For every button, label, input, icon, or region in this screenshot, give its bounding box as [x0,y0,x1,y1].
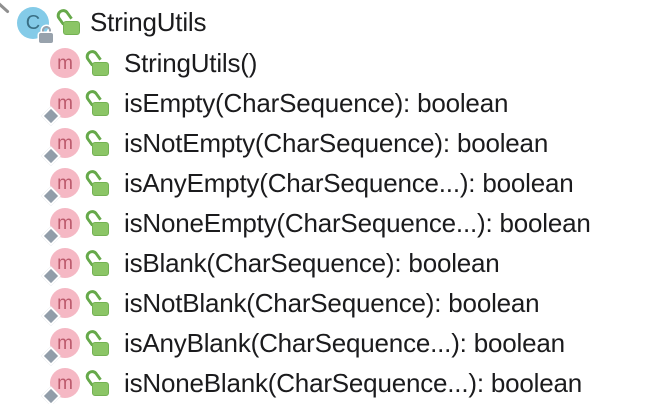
member-label: isNotBlank(CharSequence): boolean [124,287,540,318]
tree-node-member[interactable]: m isNotEmpty(CharSequence): boolean [0,123,652,166]
member-label: isNotEmpty(CharSequence): boolean [124,127,549,158]
method-icon: m [41,248,80,286]
method-icon-letter: m [57,132,73,154]
method-icon-letter: m [57,372,73,394]
public-unlocked-icon [86,330,110,357]
public-unlocked-icon [86,90,110,117]
method-icon: m [41,88,80,126]
member-label: isNoneBlank(CharSequence...): boolean [124,367,582,398]
public-unlocked-icon [86,170,110,197]
tree-node-class[interactable]: C StringUtils [0,0,652,43]
method-icon-letter: m [57,332,73,354]
method-icon: m [41,168,80,206]
method-icon: m [41,368,80,404]
public-unlocked-icon [86,250,110,277]
tree-node-member[interactable]: m isAnyBlank(CharSequence...): boolean [0,323,652,366]
tree-node-member[interactable]: m isBlank(CharSequence): boolean [0,243,652,286]
expand-chevron-icon[interactable] [0,0,10,14]
tree-node-member[interactable]: m isAnyEmpty(CharSequence...): boolean [0,163,652,206]
tree-node-member[interactable]: m isNotBlank(CharSequence): boolean [0,283,652,326]
member-label: isAnyEmpty(CharSequence...): boolean [124,167,574,198]
class-name-label: StringUtils [90,7,207,37]
method-icon-letter: m [57,92,73,114]
method-icon-letter: m [57,52,73,74]
method-icon: m [41,128,80,166]
tree-node-member[interactable]: m isNoneEmpty(CharSequence...): boolean [0,203,652,246]
public-unlocked-icon [86,370,110,397]
method-icon: m [41,328,80,366]
final-lock-icon [39,25,53,43]
public-unlocked-icon [57,9,81,36]
public-unlocked-icon [86,50,110,77]
member-label: isNoneEmpty(CharSequence...): boolean [124,207,591,238]
public-unlocked-icon [86,210,110,237]
method-icon: m [41,288,80,326]
member-label: isEmpty(CharSequence): boolean [124,87,509,118]
member-label: isAnyBlank(CharSequence...): boolean [124,327,565,358]
method-icon: m [50,48,80,78]
method-icon-letter: m [57,212,73,234]
method-icon-letter: m [57,292,73,314]
class-icon-letter: C [25,11,41,34]
public-unlocked-icon [86,130,110,157]
method-icon: m [41,208,80,246]
tree-node-member[interactable]: m StringUtils() [0,43,652,83]
public-unlocked-icon [86,290,110,317]
tree-node-member[interactable]: m isNoneBlank(CharSequence...): boolean [0,363,652,404]
member-label: StringUtils() [124,47,258,78]
method-icon-letter: m [57,172,73,194]
member-label: isBlank(CharSequence): boolean [124,247,500,278]
member-list: m StringUtils() m isEmpty(CharSequence):… [0,43,652,404]
method-icon-letter: m [57,252,73,274]
class-icon: C [17,6,53,43]
tree-node-member[interactable]: m isEmpty(CharSequence): boolean [0,83,652,126]
